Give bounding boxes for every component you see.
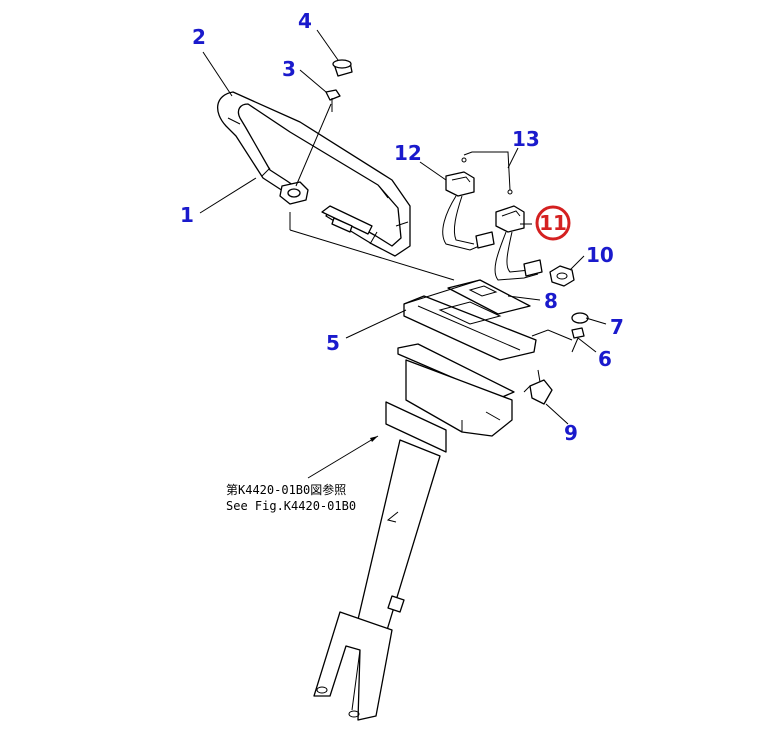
callout-11-highlight: 11 [535,205,571,241]
callout-5: 5 [326,331,340,355]
callout-6: 6 [598,347,612,371]
switch-part-12 [442,157,495,251]
callout-7: 7 [610,315,624,339]
nut-part-10 [549,265,575,287]
plate-part-8 [447,279,531,315]
reference-note: 第K4420-01B0図参照 See Fig.K4420-01B0 [226,482,356,513]
bolt-part-3 [295,89,341,187]
callout-10: 10 [586,243,614,267]
callout-9: 9 [564,421,578,445]
switch-part-11 [494,189,543,281]
screw-part-7 [571,312,589,324]
leader-lines [199,29,607,479]
callout-8: 8 [544,289,558,313]
key-switch-part-9 [529,369,553,405]
handrail-part-2 [217,91,411,257]
callout-2: 2 [192,25,206,49]
console-cover-part-5 [403,295,537,361]
screw-part-6 [571,327,585,353]
callout-3: 3 [282,57,296,81]
callout-4: 4 [298,9,312,33]
callout-11: 11 [539,211,567,235]
reference-note-en: See Fig.K4420-01B0 [226,499,356,513]
callout-1: 1 [180,203,194,227]
callouts: 1 2 3 4 5 6 7 8 9 10 12 13 [180,9,624,445]
callout-13: 13 [512,127,540,151]
column-assembly [313,343,515,721]
bracket-part-1 [279,181,373,235]
cap-part-4 [332,59,353,77]
reference-note-jp: 第K4420-01B0図参照 [226,482,346,497]
callout-12: 12 [394,141,422,165]
